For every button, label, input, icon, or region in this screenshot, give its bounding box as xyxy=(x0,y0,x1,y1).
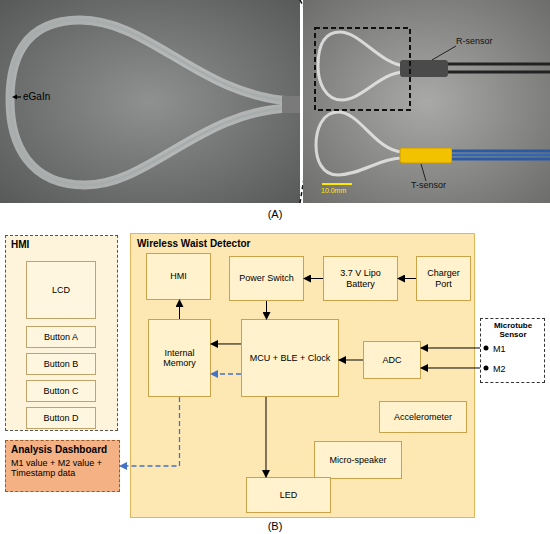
dashboard-box: Analysis Dashboard M1 value + M2 value + … xyxy=(5,440,120,492)
node-label: LCD xyxy=(50,285,72,295)
photo-left xyxy=(0,0,300,203)
mcu-box: MCU + BLE + Clock xyxy=(241,319,339,397)
process-box: Power Switch xyxy=(229,256,304,301)
node-label: Wireless Waist Detector xyxy=(137,238,250,250)
node-label: ADC xyxy=(380,355,403,365)
wire xyxy=(452,158,550,161)
pin-dot xyxy=(484,366,489,371)
node-text: M1 xyxy=(493,344,506,354)
node-label: Button A xyxy=(42,332,80,342)
panel-label: (B) xyxy=(0,520,550,532)
scale-label: 10.0mm xyxy=(321,187,346,194)
hmi-panel: HMI LCD Button A Button B Button C Button D xyxy=(5,235,118,431)
detector-box: Wireless Waist DetectorHMI Power Switch 3.… xyxy=(130,233,475,518)
node-label: Analysis Dashboard xyxy=(11,444,107,456)
r-sensor-sleeve xyxy=(400,60,448,77)
r-sensor-loop xyxy=(318,32,405,100)
wire xyxy=(448,71,550,74)
process-box: LED xyxy=(246,477,331,513)
button-box: Button C xyxy=(26,380,96,402)
button-box: Button A xyxy=(26,326,96,348)
node-label: MCU + BLE + Clock xyxy=(248,353,333,363)
node-label: Button C xyxy=(41,386,80,396)
adc-box: ADC xyxy=(363,341,421,379)
node-label: 3.7 V Lipo Battery xyxy=(324,268,397,289)
t-sensor-sleeve xyxy=(400,148,452,163)
node-label: HMI xyxy=(168,271,189,281)
part-label: T-sensor xyxy=(411,180,446,190)
wire xyxy=(452,154,550,157)
t-sensor-loop xyxy=(316,112,402,175)
node-label: HMI xyxy=(11,239,29,251)
zoom-box xyxy=(315,28,410,110)
process-box: Micro-speaker xyxy=(314,441,402,479)
tube-joint xyxy=(282,96,300,113)
process-box: Accelerometer xyxy=(379,401,467,433)
pin-dot xyxy=(484,346,489,351)
photo-right xyxy=(303,0,550,203)
node-label: Microtube Sensor xyxy=(483,321,543,339)
memory-box: Internal Memory xyxy=(148,319,211,397)
egain-channel xyxy=(10,20,292,185)
leader-line xyxy=(432,46,456,60)
part-label: R-sensor xyxy=(456,36,493,46)
wire xyxy=(452,150,550,153)
tube-loop xyxy=(10,20,292,185)
node-label: Button B xyxy=(42,359,81,369)
wire xyxy=(448,63,550,66)
process-box: Charger Port xyxy=(416,256,471,301)
process-box: HMI xyxy=(146,253,211,300)
node-text: M1 value + M2 value + Timestamp data xyxy=(11,458,114,479)
arrow-head xyxy=(12,95,17,100)
part-label: eGaIn xyxy=(23,91,50,102)
button-box: Button B xyxy=(26,353,96,375)
node-label: Charger Port xyxy=(417,268,470,289)
node-label: Button D xyxy=(41,413,80,423)
node-label: Accelerometer xyxy=(392,412,454,422)
lcd-box: LCD xyxy=(26,261,96,319)
panel-label: (A) xyxy=(0,208,550,220)
node-label: Micro-speaker xyxy=(327,455,388,465)
node-label: Internal Memory xyxy=(149,348,210,369)
node-label: LED xyxy=(278,490,300,500)
node-label: Power Switch xyxy=(237,273,296,283)
leader-line xyxy=(421,164,426,181)
node-text: M2 xyxy=(493,364,506,374)
sensor-box: Microtube SensorM1M2 xyxy=(480,318,545,383)
process-box: 3.7 V Lipo Battery xyxy=(323,256,398,301)
button-box: Button D xyxy=(26,407,96,429)
scale-bar xyxy=(322,183,352,185)
